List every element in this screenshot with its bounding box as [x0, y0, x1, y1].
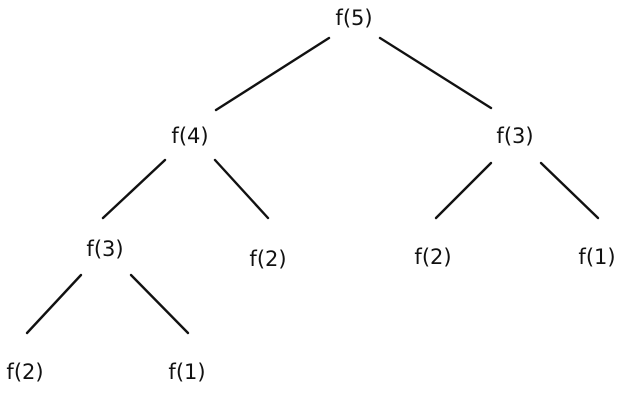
- edge-f5-to-f3: [378, 36, 493, 110]
- edge-f5-to-f4: [214, 36, 331, 112]
- edge-f3-to-f1-leaf: [129, 273, 190, 335]
- node-f3-right: f(3): [496, 124, 533, 148]
- node-f1-right: f(1): [578, 245, 615, 269]
- tree-nodes: f(5) f(4) f(3) f(3) f(2) f(2) f(1) f(2) …: [6, 6, 615, 384]
- node-f5-root: f(5): [335, 6, 372, 30]
- edge-f3-to-f1: [539, 161, 600, 220]
- node-f1-leaf: f(1): [168, 360, 205, 384]
- edge-f3-to-f2: [434, 161, 493, 220]
- tree-edges: [25, 36, 600, 335]
- edge-f4-to-f3: [101, 158, 167, 220]
- edge-f3-to-f2-leaf: [25, 273, 83, 335]
- node-f2-mid: f(2): [249, 247, 286, 271]
- node-f3-left: f(3): [86, 237, 123, 261]
- node-f2-right: f(2): [414, 245, 451, 269]
- node-f4: f(4): [171, 124, 208, 148]
- edge-f4-to-f2: [213, 158, 270, 220]
- node-f2-leaf: f(2): [6, 360, 43, 384]
